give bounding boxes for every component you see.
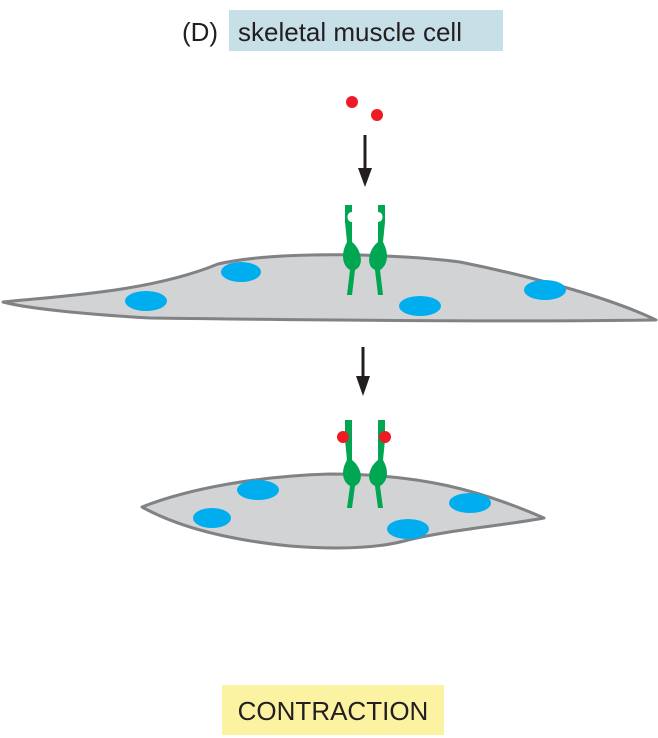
resting-muscle-cell [1, 253, 658, 323]
ligand-molecule [371, 109, 383, 121]
nucleus [125, 291, 167, 311]
nucleus [193, 508, 231, 528]
nucleus [237, 480, 279, 500]
outcome-label: CONTRACTION [237, 696, 429, 726]
title-highlight-box [229, 10, 503, 51]
diagram-title: skeletal muscle cell [238, 17, 462, 47]
bound-ligand [379, 431, 391, 443]
bound-ligand [337, 431, 349, 443]
nucleus [387, 519, 429, 539]
nucleus [399, 296, 441, 316]
arrow-down-icon [356, 347, 370, 396]
outcome-highlight-box [222, 685, 444, 735]
nucleus [449, 493, 491, 513]
nucleus [524, 280, 566, 300]
nucleus [221, 262, 261, 282]
panel-label: (D) [182, 17, 219, 47]
arrow-down-icon [358, 135, 372, 187]
receptor-unbound [343, 205, 387, 295]
ligand-molecule [346, 96, 358, 108]
